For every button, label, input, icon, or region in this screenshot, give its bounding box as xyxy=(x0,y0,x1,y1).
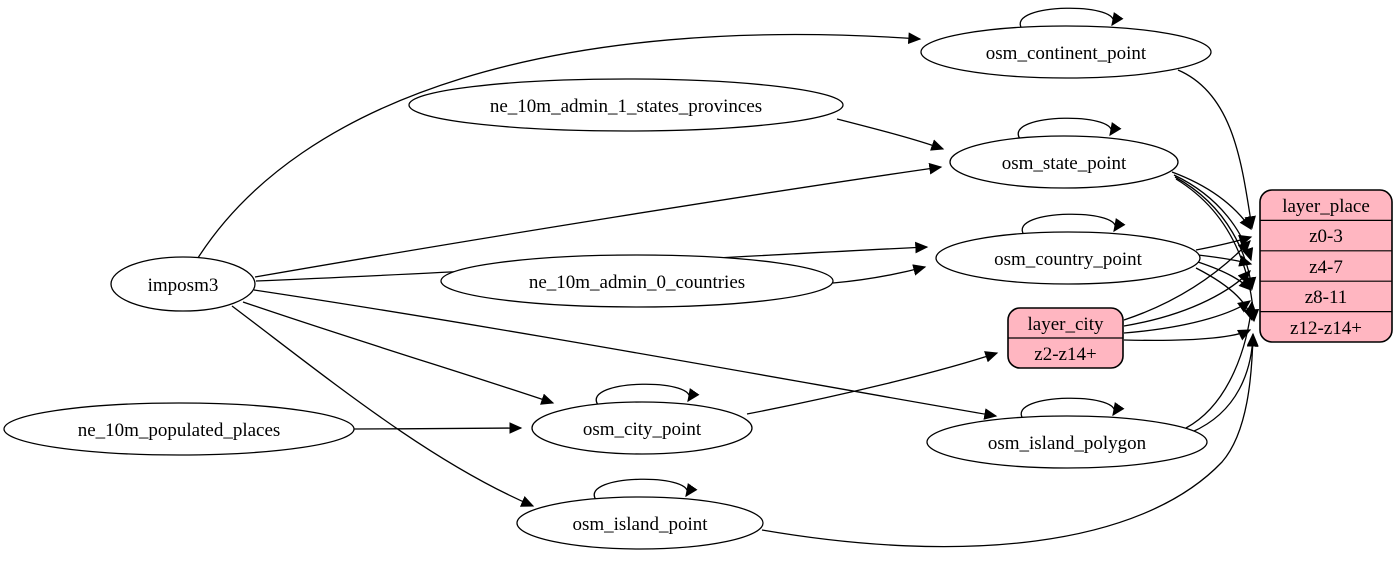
edge-osm_country_point-layer_place-z4-7 xyxy=(1197,254,1253,267)
node-osm_continent_point: osm_continent_point xyxy=(920,25,1212,79)
node-osm_continent_point-shape xyxy=(920,25,1212,79)
node-osm_state_point-shape xyxy=(949,135,1179,189)
node-osm_city_point-label: osm_city_point xyxy=(583,419,702,440)
edge-ne_10m_admin_1_states_provinces-osm_state_point xyxy=(836,118,945,151)
edge-osm_island_point-self xyxy=(593,478,698,501)
record-layer_place-row-z0-3: z0-3 xyxy=(1309,226,1343,247)
edges xyxy=(195,7,1260,548)
edge-osm_state_point-layer_place-z4-7 xyxy=(1173,174,1254,262)
edge-osm_country_point-layer_place-z8-11 xyxy=(1197,261,1252,291)
edge-layer_city-layer_place-z8-11 xyxy=(1123,300,1252,334)
record-layer_place-row-z4-7: z4-7 xyxy=(1309,257,1343,278)
node-osm_country_point-shape xyxy=(935,231,1201,285)
edge-osm_state_point-self xyxy=(1017,117,1122,140)
node-osm_country_point: osm_country_point xyxy=(935,231,1201,285)
edge-osm_country_point-layer_place-z0-3 xyxy=(1195,234,1253,251)
node-osm_island_point: osm_island_point xyxy=(516,496,764,550)
node-ne_10m_admin_0_countries: ne_10m_admin_0_countries xyxy=(440,254,834,308)
node-ne_10m_populated_places: ne_10m_populated_places xyxy=(3,402,355,456)
record-layer_place-box xyxy=(1259,189,1393,343)
edge-ne_10m_admin_0_countries-osm_country_point xyxy=(832,264,927,284)
node-osm_island_polygon-label: osm_island_polygon xyxy=(988,433,1147,454)
edge-ne_10m_populated_places-osm_city_point xyxy=(353,422,523,434)
node-ne_10m_admin_0_countries-shape xyxy=(440,254,834,308)
node-osm_island_polygon-shape xyxy=(926,415,1208,469)
node-ne_10m_admin_1_states_provinces: ne_10m_admin_1_states_provinces xyxy=(408,78,844,132)
edge-layer_city-layer_place-z4-7 xyxy=(1123,270,1251,327)
record-layer_place-row-z12-z14: z12-z14+ xyxy=(1290,318,1362,339)
node-osm_island_point-label: osm_island_point xyxy=(572,514,708,535)
edge-osm_city_point-self xyxy=(595,383,700,406)
node-osm_city_point: osm_city_point xyxy=(531,401,753,455)
node-osm_island_polygon: osm_island_polygon xyxy=(926,415,1208,469)
edge-osm_country_point-self xyxy=(1021,213,1126,236)
edge-imposm3-osm_island_polygon xyxy=(253,289,998,420)
edge-osm_continent_point-layer_place-z0-3 xyxy=(1177,69,1256,230)
record-layer_city-title: layer_city xyxy=(1028,314,1104,335)
node-osm_city_point-shape xyxy=(531,401,753,455)
record-layer_city: layer_city z2-z14+ xyxy=(1007,307,1124,369)
record-layer_place-title: layer_place xyxy=(1282,196,1370,217)
edge-layer_city-layer_place-z12-z14 xyxy=(1123,329,1252,342)
node-ne_10m_admin_0_countries-label: ne_10m_admin_0_countries xyxy=(529,272,745,293)
node-imposm3-label: imposm3 xyxy=(148,275,219,296)
record-layer_place-row-z8-11: z8-11 xyxy=(1305,287,1348,308)
node-imposm3: imposm3 xyxy=(110,256,256,312)
node-osm_country_point-label: osm_country_point xyxy=(994,249,1142,270)
edge-imposm3-osm_continent_point xyxy=(195,32,922,262)
edge-osm_island_point-layer_place-z12-z14 xyxy=(761,333,1259,548)
node-osm_state_point: osm_state_point xyxy=(949,135,1179,189)
edge-imposm3-osm_island_point xyxy=(231,305,535,507)
node-osm_state_point-label: osm_state_point xyxy=(1002,153,1127,174)
node-ne_10m_admin_1_states_provinces-label: ne_10m_admin_1_states_provinces xyxy=(490,96,762,117)
record-layer_city-row-z2-z14: z2-z14+ xyxy=(1034,344,1096,365)
node-imposm3-shape xyxy=(110,256,256,312)
node-ne_10m_populated_places-shape xyxy=(3,402,355,456)
edge-osm_city_point-layer_city-z2-z14 xyxy=(746,351,999,415)
edge-osm_state_point-layer_place-z12-z14 xyxy=(1175,178,1260,323)
edge-osm_state_point-layer_place-z8-11 xyxy=(1174,176,1257,291)
edge-imposm3-osm_city_point xyxy=(242,301,555,405)
edge-osm_country_point-layer_place-z12-z14 xyxy=(1195,267,1255,322)
edge-imposm3-osm_state_point xyxy=(254,162,943,278)
edge-osm_island_polygon-layer_place-z8-11 xyxy=(1185,300,1257,429)
edge-osm_state_point-layer_place-z0-3 xyxy=(1171,171,1252,231)
edge-osm_continent_point-self xyxy=(1019,7,1124,30)
record-layer_place: layer_place z0-3 z4-7 z8-11 z12-z14+ xyxy=(1259,189,1393,343)
node-ne_10m_admin_1_states_provinces-shape xyxy=(408,78,844,132)
edge-osm_island_polygon-self xyxy=(1020,397,1125,420)
node-osm_island_point-shape xyxy=(516,496,764,550)
node-osm_continent_point-label: osm_continent_point xyxy=(986,43,1147,64)
node-ne_10m_populated_places-label: ne_10m_populated_places xyxy=(78,420,281,441)
